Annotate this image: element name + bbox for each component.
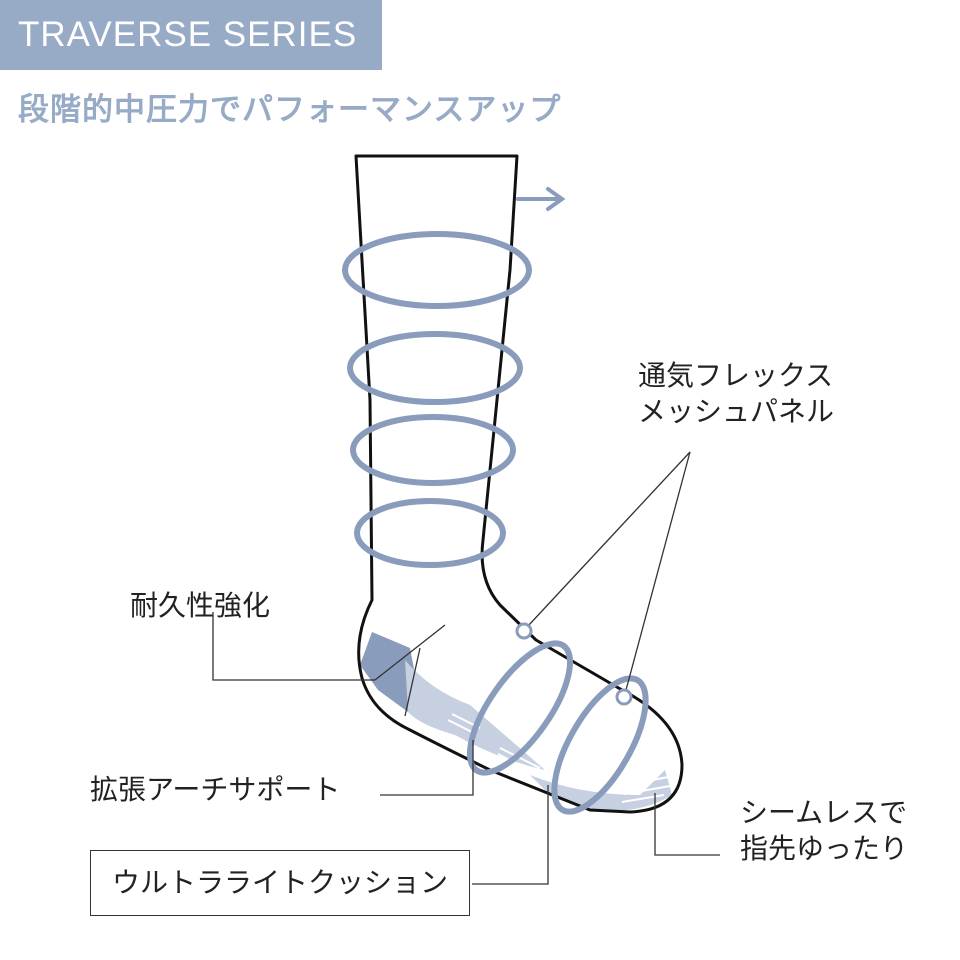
ventilation-label-line1: 通気フレックス	[638, 359, 834, 392]
seamless-label-line2: 指先ゆったり	[740, 832, 909, 866]
ventilation-label: 通気フレックス メッシュパネル	[638, 358, 834, 431]
compression-rings	[342, 231, 649, 815]
mesh-marker-1	[515, 622, 533, 640]
mesh-marker-2	[615, 688, 633, 706]
leader-lines	[212, 451, 720, 885]
cushion-label-box: ウルトラライトクッション	[90, 850, 470, 916]
heel-reinforcement	[360, 632, 418, 712]
sole-cushion-panel	[530, 770, 672, 811]
series-title: TRAVERSE SERIES	[18, 15, 358, 54]
compression-ring-1	[342, 231, 532, 309]
arch-panel	[405, 660, 545, 770]
foot-ring-1	[466, 640, 574, 776]
series-badge: TRAVERSE SERIES	[0, 0, 382, 70]
arch-support-label: 拡張アーチサポート	[90, 773, 341, 806]
seamless-label-line1: シームレスで	[740, 796, 908, 829]
ventilation-label-line2: メッシュパネル	[638, 395, 835, 429]
foot-ring-2	[551, 675, 649, 815]
cushion-label: ウルトラライトクッション	[111, 865, 448, 899]
compression-ring-3	[350, 414, 516, 486]
tagline: 段階的中圧力でパフォーマンスアップ	[18, 92, 562, 128]
seamless-label: シームレスで 指先ゆったり	[740, 795, 908, 868]
sock-outline	[354, 154, 684, 814]
durability-label: 耐久性強化	[130, 589, 271, 622]
compression-ring-2	[347, 331, 523, 405]
compression-arrow-icon	[516, 187, 566, 211]
compression-ring-4	[354, 498, 506, 568]
